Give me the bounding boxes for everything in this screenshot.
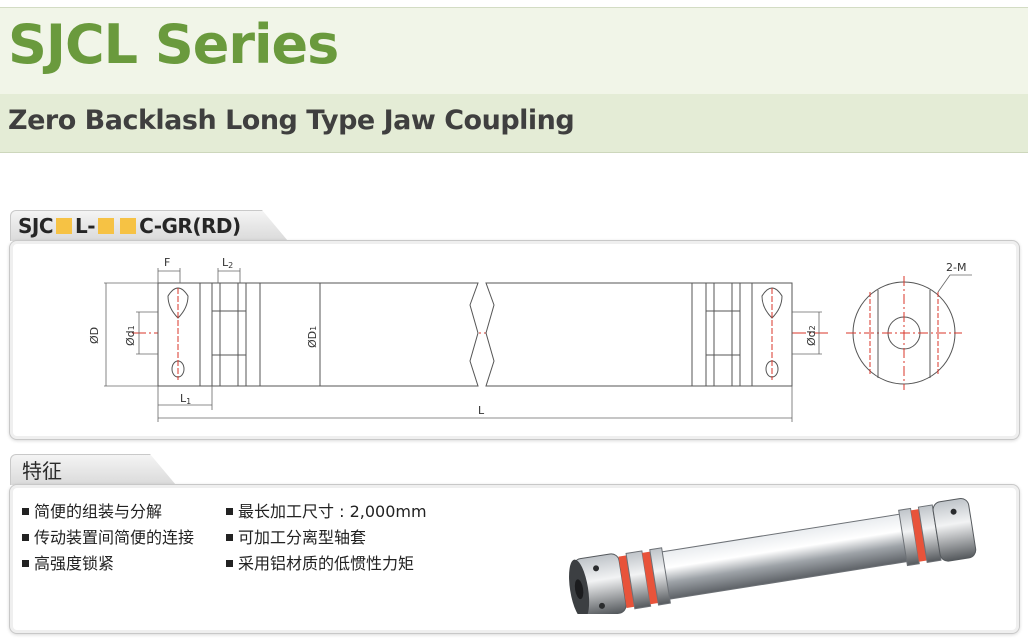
subtitle-band [0, 94, 1028, 153]
feature-item: 传动装置间简便的连接 [22, 525, 194, 551]
dim-label-d1: Ød1 [124, 325, 137, 346]
feature-item: 可加工分离型轴套 [226, 525, 427, 551]
tube-left [259, 282, 479, 387]
model-code-middle: L- [75, 214, 96, 238]
tube-right [485, 282, 693, 387]
left-spider [211, 282, 247, 387]
model-placeholder-square [56, 218, 73, 234]
feature-item: 采用铝材质的低惯性力矩 [226, 551, 427, 577]
title-band [0, 7, 1028, 95]
feature-item: 最长加工尺寸 : 2,000mm [226, 499, 427, 525]
features-tab-label: 特征 [22, 459, 62, 483]
features-list-left: 简便的组装与分解 传动装置间简便的连接 高强度锁紧 [22, 499, 194, 577]
dim-label-d1-tube: ØD1 [306, 326, 319, 348]
model-code: SJC L- C-GR(RD) [18, 212, 241, 240]
coupling-product-image [569, 497, 977, 614]
dim-label-l1: L1 [180, 392, 191, 406]
feature-item: 简便的组装与分解 [22, 499, 194, 525]
model-code-suffix: C-GR(RD) [139, 214, 241, 238]
feature-item: 高强度锁紧 [22, 551, 194, 577]
model-placeholder-square [98, 218, 115, 234]
page-subtitle: Zero Backlash Long Type Jaw Coupling [8, 105, 575, 136]
right-spider [705, 282, 741, 387]
model-code-prefix: SJC [18, 214, 54, 238]
left-hub [157, 282, 201, 387]
dim-label-l2: L2 [222, 256, 233, 270]
features-list-right: 最长加工尺寸 : 2,000mm 可加工分离型轴套 采用铝材质的低惯性力矩 [226, 499, 427, 577]
dim-label-f: F [164, 256, 170, 269]
dim-label-l: L [478, 404, 485, 417]
dim-label-d: ØD [88, 327, 101, 344]
page-title: SJCL Series [8, 13, 339, 76]
dim-label-d2: Ød2 [805, 325, 818, 346]
dim-label-m: 2-M [946, 261, 966, 274]
model-placeholder-square [120, 218, 137, 234]
